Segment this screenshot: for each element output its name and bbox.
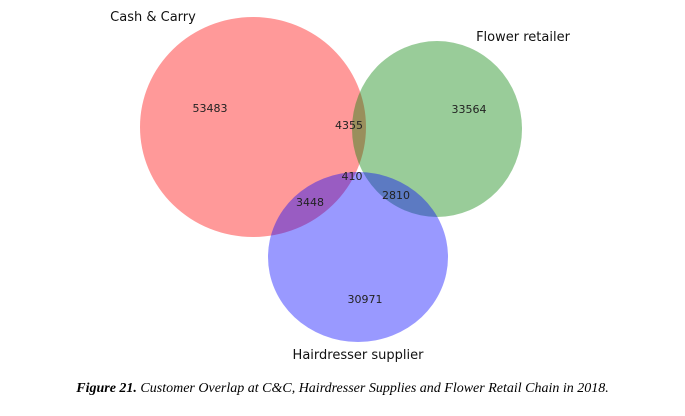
circle-flower-retailer bbox=[352, 41, 522, 217]
caption-text: Customer Overlap at C&C, Hairdresser Sup… bbox=[136, 381, 609, 396]
figure-number: Figure 21. bbox=[76, 381, 137, 396]
region-cash-hair: 3448 bbox=[296, 196, 324, 209]
circle-hairdresser-supplier bbox=[268, 172, 448, 342]
region-all-three: 410 bbox=[342, 170, 363, 183]
set-label-hairdresser-supplier: Hairdresser supplier bbox=[293, 348, 425, 363]
region-hair-only: 30971 bbox=[348, 293, 383, 306]
region-cash-flower: 4355 bbox=[335, 119, 363, 132]
figure-caption: Figure 21. Customer Overlap at C&C, Hair… bbox=[0, 381, 685, 397]
venn-diagram: 53483 33564 30971 4355 3448 2810 410 Cas… bbox=[110, 10, 570, 363]
set-label-flower-retailer: Flower retailer bbox=[476, 30, 570, 45]
region-cash-only: 53483 bbox=[193, 102, 228, 115]
region-flower-only: 33564 bbox=[452, 103, 487, 116]
region-flower-hair: 2810 bbox=[382, 189, 410, 202]
set-label-cash-and-carry: Cash & Carry bbox=[110, 10, 196, 25]
circle-cash-and-carry bbox=[140, 17, 366, 237]
